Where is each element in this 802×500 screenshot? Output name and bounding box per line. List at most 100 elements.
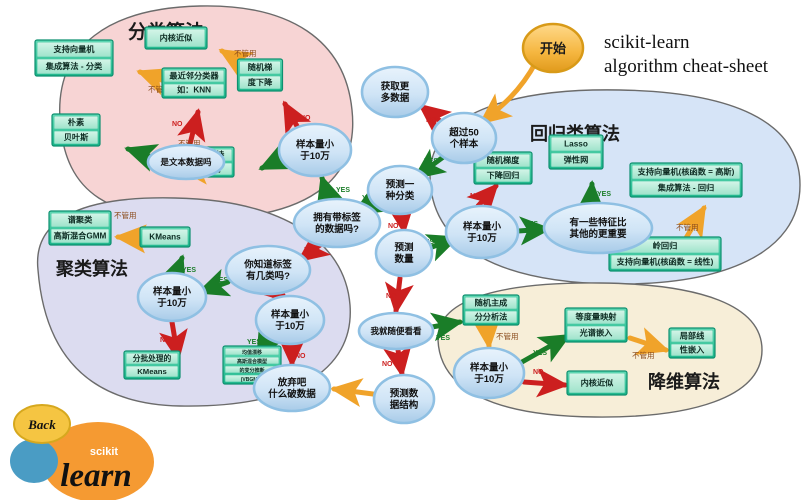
algorithm-box-label: 均值漂移 bbox=[242, 349, 262, 356]
edge-label-notworking: 不管用 bbox=[234, 48, 257, 58]
algorithm-box-label: 的变分推断 bbox=[239, 367, 264, 374]
decision-node-label: 超过50 bbox=[448, 127, 479, 139]
algorithm-box-label: 如：KNN bbox=[177, 85, 211, 95]
decision-node-label: 于10万 bbox=[157, 298, 187, 309]
edge-label-no: NO bbox=[470, 193, 481, 200]
algorithm-box-label: 集成算法 - 分类 bbox=[45, 61, 103, 71]
edge-label-notworking: 不管用 bbox=[632, 350, 655, 360]
algorithm-box: KMeans bbox=[139, 226, 191, 248]
back-button[interactable]: Back bbox=[13, 404, 71, 444]
edge-label-no: NO bbox=[172, 121, 183, 128]
edge-label-notworking: 不管用 bbox=[114, 210, 137, 220]
start-node-label: 开始 bbox=[540, 41, 566, 56]
scikit-learn-logo: scikit learn bbox=[10, 422, 154, 500]
edge-label-no: NO bbox=[160, 337, 171, 344]
algorithm-box-label: 弹性网 bbox=[564, 155, 589, 165]
edge-label-no: NO bbox=[295, 353, 306, 360]
decision-node-label: 据结构 bbox=[390, 399, 419, 411]
decision-node-label: 拥有带标签 bbox=[313, 212, 361, 224]
algorithm-box-label: KMeans bbox=[149, 233, 181, 242]
algorithm-box-label: 高斯混合模型 bbox=[237, 358, 267, 365]
algorithm-box-label: KMeans bbox=[137, 367, 166, 376]
algorithm-box-label: 等度量映射 bbox=[576, 312, 618, 322]
algorithm-box-label: 支持向量机(核函数 = 线性) bbox=[616, 257, 714, 267]
edge-label-no: NO bbox=[426, 117, 437, 124]
edge-label-yes: YES bbox=[424, 158, 438, 165]
decision-node-label: 是文本数据吗 bbox=[159, 157, 212, 167]
decision-node-label: 预测 bbox=[394, 242, 414, 254]
algorithm-box-label: 支持向量机(核函数 = 高斯) bbox=[637, 167, 735, 177]
algorithm-box-label: 度下降 bbox=[248, 77, 273, 87]
algorithm-box-label: 下降回归 bbox=[487, 170, 520, 180]
edge-label-yes: YES bbox=[597, 191, 611, 198]
decision-node-label: 放弃吧 bbox=[277, 377, 307, 389]
decision-node-label: 有几类吗? bbox=[246, 270, 290, 282]
algorithm-box-label: Lasso bbox=[564, 140, 588, 149]
decision-node-label: 于10万 bbox=[275, 321, 305, 332]
title-line-1: scikit-learn bbox=[604, 32, 690, 53]
page-title: scikit-learn algorithm cheat-sheet bbox=[604, 32, 769, 77]
edge-label-no: NO bbox=[304, 247, 315, 254]
algorithm-box-label: 随机梯 bbox=[248, 62, 273, 72]
algorithm-box: Lasso 弹性网 bbox=[548, 134, 604, 170]
decision-node-label: 于10万 bbox=[467, 233, 497, 244]
algorithm-box-label: 内核近似 bbox=[160, 33, 194, 43]
edge-label-yes: YES bbox=[436, 335, 450, 342]
algorithm-box: 支持向量机(核函数 = 高斯)集成算法 - 回归 bbox=[629, 162, 743, 198]
edge-label-notworking: 不管用 bbox=[148, 84, 171, 94]
start-node[interactable]: 开始 bbox=[521, 22, 585, 74]
edge-label-no: NO bbox=[382, 361, 393, 368]
decision-node-label: 预测数 bbox=[390, 388, 419, 400]
edge-label-yes: YES bbox=[247, 339, 261, 346]
algorithm-box-label: 谱聚类 bbox=[68, 215, 93, 225]
edge-label-notworking: 不管用 bbox=[178, 138, 201, 148]
algorithm-box-label: 分分析法 bbox=[475, 312, 508, 322]
algorithm-box-label: 内核近似 bbox=[581, 378, 615, 388]
algorithm-box-label: (VBGMM) bbox=[241, 377, 264, 383]
edge-label-notworking: 不管用 bbox=[496, 331, 519, 341]
algorithm-box-label: 随机梯度 bbox=[487, 155, 521, 165]
logo-learn-label: learn bbox=[60, 458, 132, 494]
algorithm-box: 内核近似 bbox=[566, 370, 628, 396]
decision-node-label: 个样本 bbox=[449, 138, 479, 150]
algorithm-box-label: 性嵌入 bbox=[679, 345, 705, 355]
algorithm-box-label: 岭回归 bbox=[653, 241, 678, 251]
decision-node-label: 种分类 bbox=[385, 190, 415, 202]
edge-labels-notworking: 不管用 不管用 不管用 不管用 不管用 不管用 不管用 bbox=[114, 48, 699, 360]
region-label-clustering: 聚类算法 bbox=[55, 258, 128, 279]
algorithm-box-label: 高斯混合GMM bbox=[54, 231, 107, 241]
decision-node: 我就随便看看 bbox=[357, 311, 435, 351]
algorithm-box-label: 随机主成 bbox=[475, 298, 509, 308]
decision-node-label: 什么破数据 bbox=[268, 388, 316, 400]
decision-node-label: 样本量小 bbox=[153, 286, 192, 298]
decision-node-label: 于10万 bbox=[474, 374, 504, 385]
decision-node-label: 样本量小 bbox=[463, 221, 502, 233]
decision-node-label: 预测一 bbox=[386, 179, 415, 191]
edge-label-notworking: 不管用 bbox=[676, 222, 699, 232]
edge-label-no: NO bbox=[388, 223, 399, 230]
edge-label-yes: YES bbox=[182, 267, 196, 274]
algorithm-box-label: 朴素 bbox=[68, 117, 84, 127]
decision-node-label: 我就随便看看 bbox=[370, 326, 422, 336]
algorithm-box-label: 贝叶斯 bbox=[64, 132, 89, 142]
back-button-label: Back bbox=[27, 417, 56, 432]
algorithm-box-label: 最近邻分类器 bbox=[169, 71, 219, 81]
decision-node-label: 其他的更重要 bbox=[569, 228, 627, 240]
decision-node-label: 获取更 bbox=[380, 81, 410, 93]
edge-label-no: NO bbox=[300, 115, 311, 122]
